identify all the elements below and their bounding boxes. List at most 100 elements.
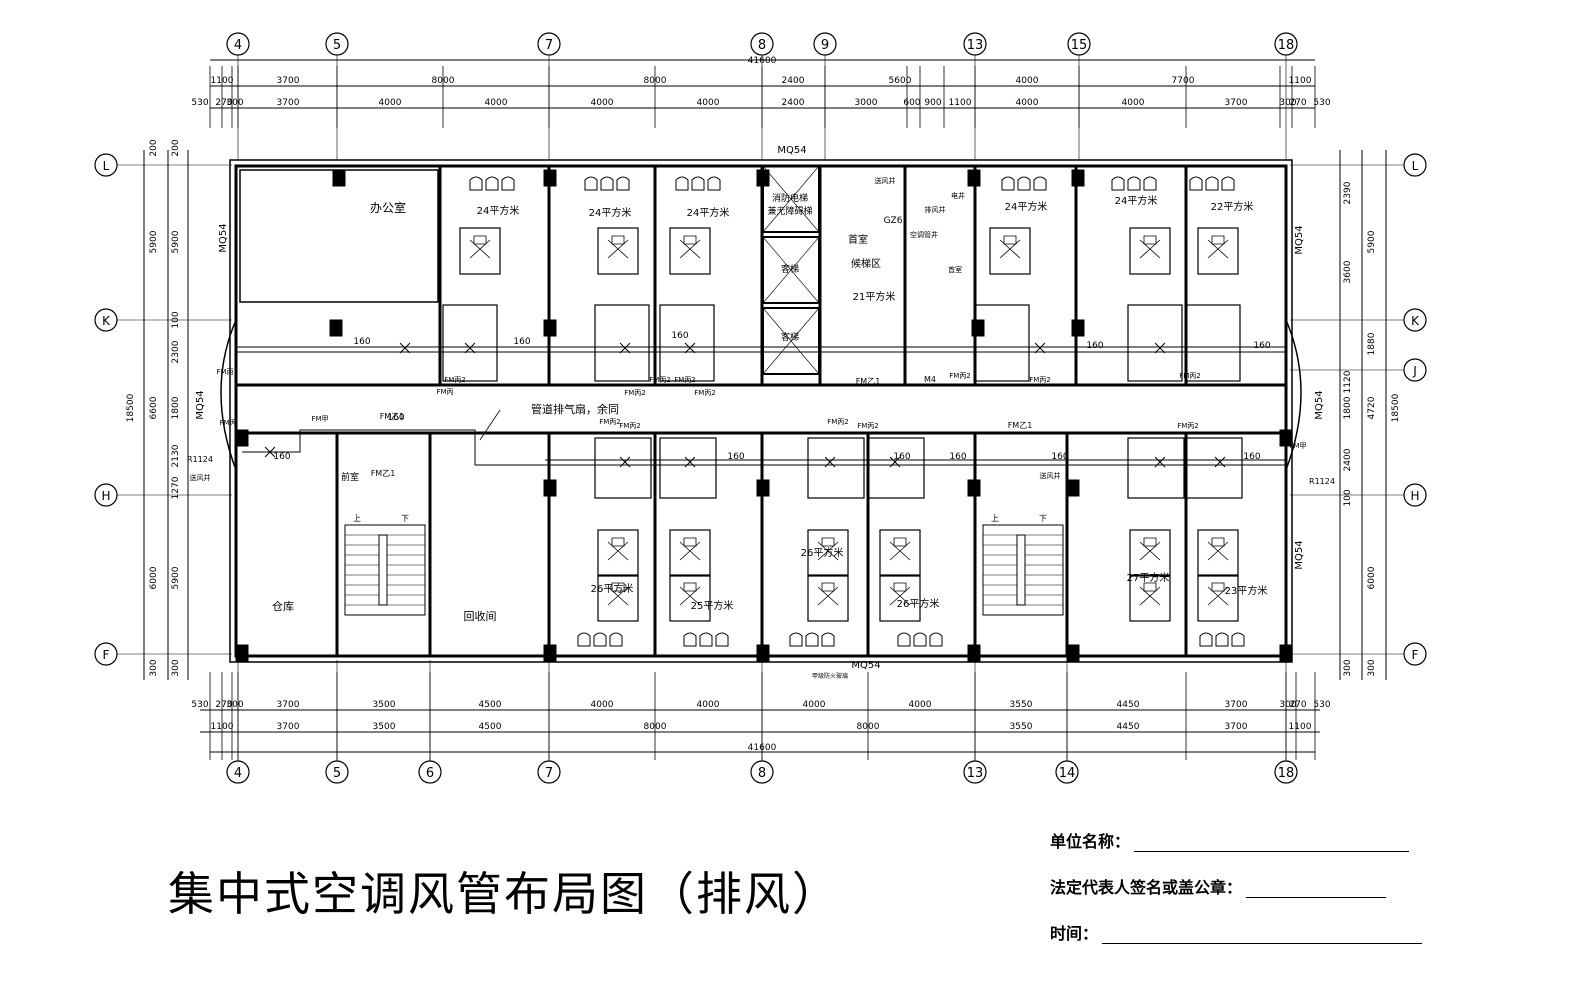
right-dim-inner: 2400 <box>1343 448 1353 471</box>
axis-circle <box>537 760 561 784</box>
top-dim-2: 270 <box>1289 98 1306 108</box>
bed-pillow <box>817 582 839 606</box>
axis-circle <box>1274 760 1298 784</box>
column <box>967 479 981 497</box>
chair <box>715 632 729 647</box>
duct-size: 160 <box>387 413 404 423</box>
unit-name-row: 单位名称： <box>1050 828 1410 852</box>
top-dim-2: 3700 <box>1225 98 1248 108</box>
left-dim: 18500 <box>126 393 136 422</box>
left-dim: 6600 <box>149 396 159 419</box>
stair-up: 上 <box>991 514 999 523</box>
duct-size: 160 <box>949 452 966 462</box>
bathroom <box>659 437 717 499</box>
duct-size: 160 <box>1253 341 1270 351</box>
fire-door-label: FM丙2 <box>1029 376 1051 384</box>
axis-circle <box>1403 358 1427 382</box>
right-dim: 6000 <box>1367 566 1377 589</box>
bed <box>989 227 1031 275</box>
r-label: R1124 <box>1309 477 1335 486</box>
wall-label: MQ54 <box>1294 225 1305 254</box>
column <box>971 319 985 337</box>
room-label: 兼无障碍梯 <box>767 205 812 217</box>
axis-circle <box>1274 32 1298 56</box>
left-dim: 200 <box>149 139 159 156</box>
stair-handrail <box>378 534 388 606</box>
axis-circle <box>537 32 561 56</box>
top-dim-2: 4000 <box>379 98 402 108</box>
duct-fan <box>619 342 631 354</box>
room-label: 25平方米 <box>691 599 734 612</box>
axis-circle <box>94 308 118 332</box>
axis-label: 18 <box>1278 766 1295 781</box>
stair-handrail <box>1016 534 1026 606</box>
chair <box>469 176 483 191</box>
axis-label: J <box>1412 364 1417 378</box>
bed-pillow <box>817 537 839 561</box>
left-dim: 300 <box>149 659 159 676</box>
fire-door-label: FM丙2 <box>619 422 641 430</box>
bottom-dim-2: 8000 <box>857 722 880 732</box>
duct-fan <box>1214 456 1226 468</box>
column <box>1279 644 1293 662</box>
dimension-lines <box>117 55 1404 761</box>
bed-pillow <box>679 582 701 606</box>
right-dim: 4720 <box>1367 396 1377 419</box>
axis-circle <box>94 642 118 666</box>
duct-fan <box>824 456 836 468</box>
representative-field[interactable] <box>1246 879 1387 898</box>
left-dim: 1270 <box>171 476 181 499</box>
room-label: FM乙1 <box>1008 421 1033 430</box>
fire-door-label: FM甲 <box>1289 442 1306 450</box>
axis-label: K <box>1411 314 1420 328</box>
chair <box>699 632 713 647</box>
room-label: 送风井 <box>1040 471 1061 480</box>
axis-circle <box>963 32 987 56</box>
axis-label: 7 <box>545 38 553 53</box>
duct-fan <box>264 446 276 458</box>
column <box>1279 429 1293 447</box>
column <box>543 644 557 662</box>
bathroom <box>1185 437 1243 499</box>
bed <box>879 529 921 577</box>
room-label: 客梯 <box>781 331 799 343</box>
room-label: 23平方米 <box>1225 584 1268 597</box>
bed-pillow <box>607 582 629 606</box>
top-dim-2: 900 <box>924 98 941 108</box>
bed-pillow <box>1139 537 1161 561</box>
fire-door-label: FM丙2 <box>444 376 466 384</box>
fire-door-label: FM丙2 <box>949 372 971 380</box>
bottom-dim-2: 4450 <box>1117 722 1140 732</box>
chair <box>1111 176 1125 191</box>
fire-door-label: FM甲 <box>311 415 328 423</box>
fire-door-label: FM丙2 <box>857 422 879 430</box>
chair <box>616 176 630 191</box>
room-label: 空调管井 <box>910 230 938 239</box>
bed-pillow <box>1207 235 1229 259</box>
fire-door-label: FM丙 <box>219 419 236 427</box>
stair-up: 上 <box>353 514 361 523</box>
bed-pillow <box>607 235 629 259</box>
top-dim-2: 300 <box>1279 98 1296 108</box>
right-dim: 300 <box>1367 659 1377 676</box>
left-dim-inner: 200 <box>171 139 181 156</box>
room-label: 27平方米 <box>1127 571 1170 584</box>
left-dim-inner: 5900 <box>171 230 181 253</box>
outer-wall <box>229 159 1293 663</box>
bed-pillow <box>1207 537 1229 561</box>
chair <box>485 176 499 191</box>
time-field[interactable] <box>1102 925 1423 944</box>
column <box>1066 644 1080 662</box>
top-dim-2: 4000 <box>697 98 720 108</box>
bottom-dim-1: 3550 <box>1010 700 1033 710</box>
bottom-dim-1: 300 <box>1279 700 1296 710</box>
duct-fan <box>464 342 476 354</box>
axis-label: 13 <box>967 38 984 53</box>
column <box>235 644 249 662</box>
bed <box>669 574 711 622</box>
fire-door-label: FM丙2 <box>694 389 716 397</box>
bed-pillow <box>469 235 491 259</box>
unit-name-field[interactable] <box>1134 833 1410 852</box>
top-dim-2: 530 <box>191 98 208 108</box>
axis-label: 4 <box>234 766 242 781</box>
